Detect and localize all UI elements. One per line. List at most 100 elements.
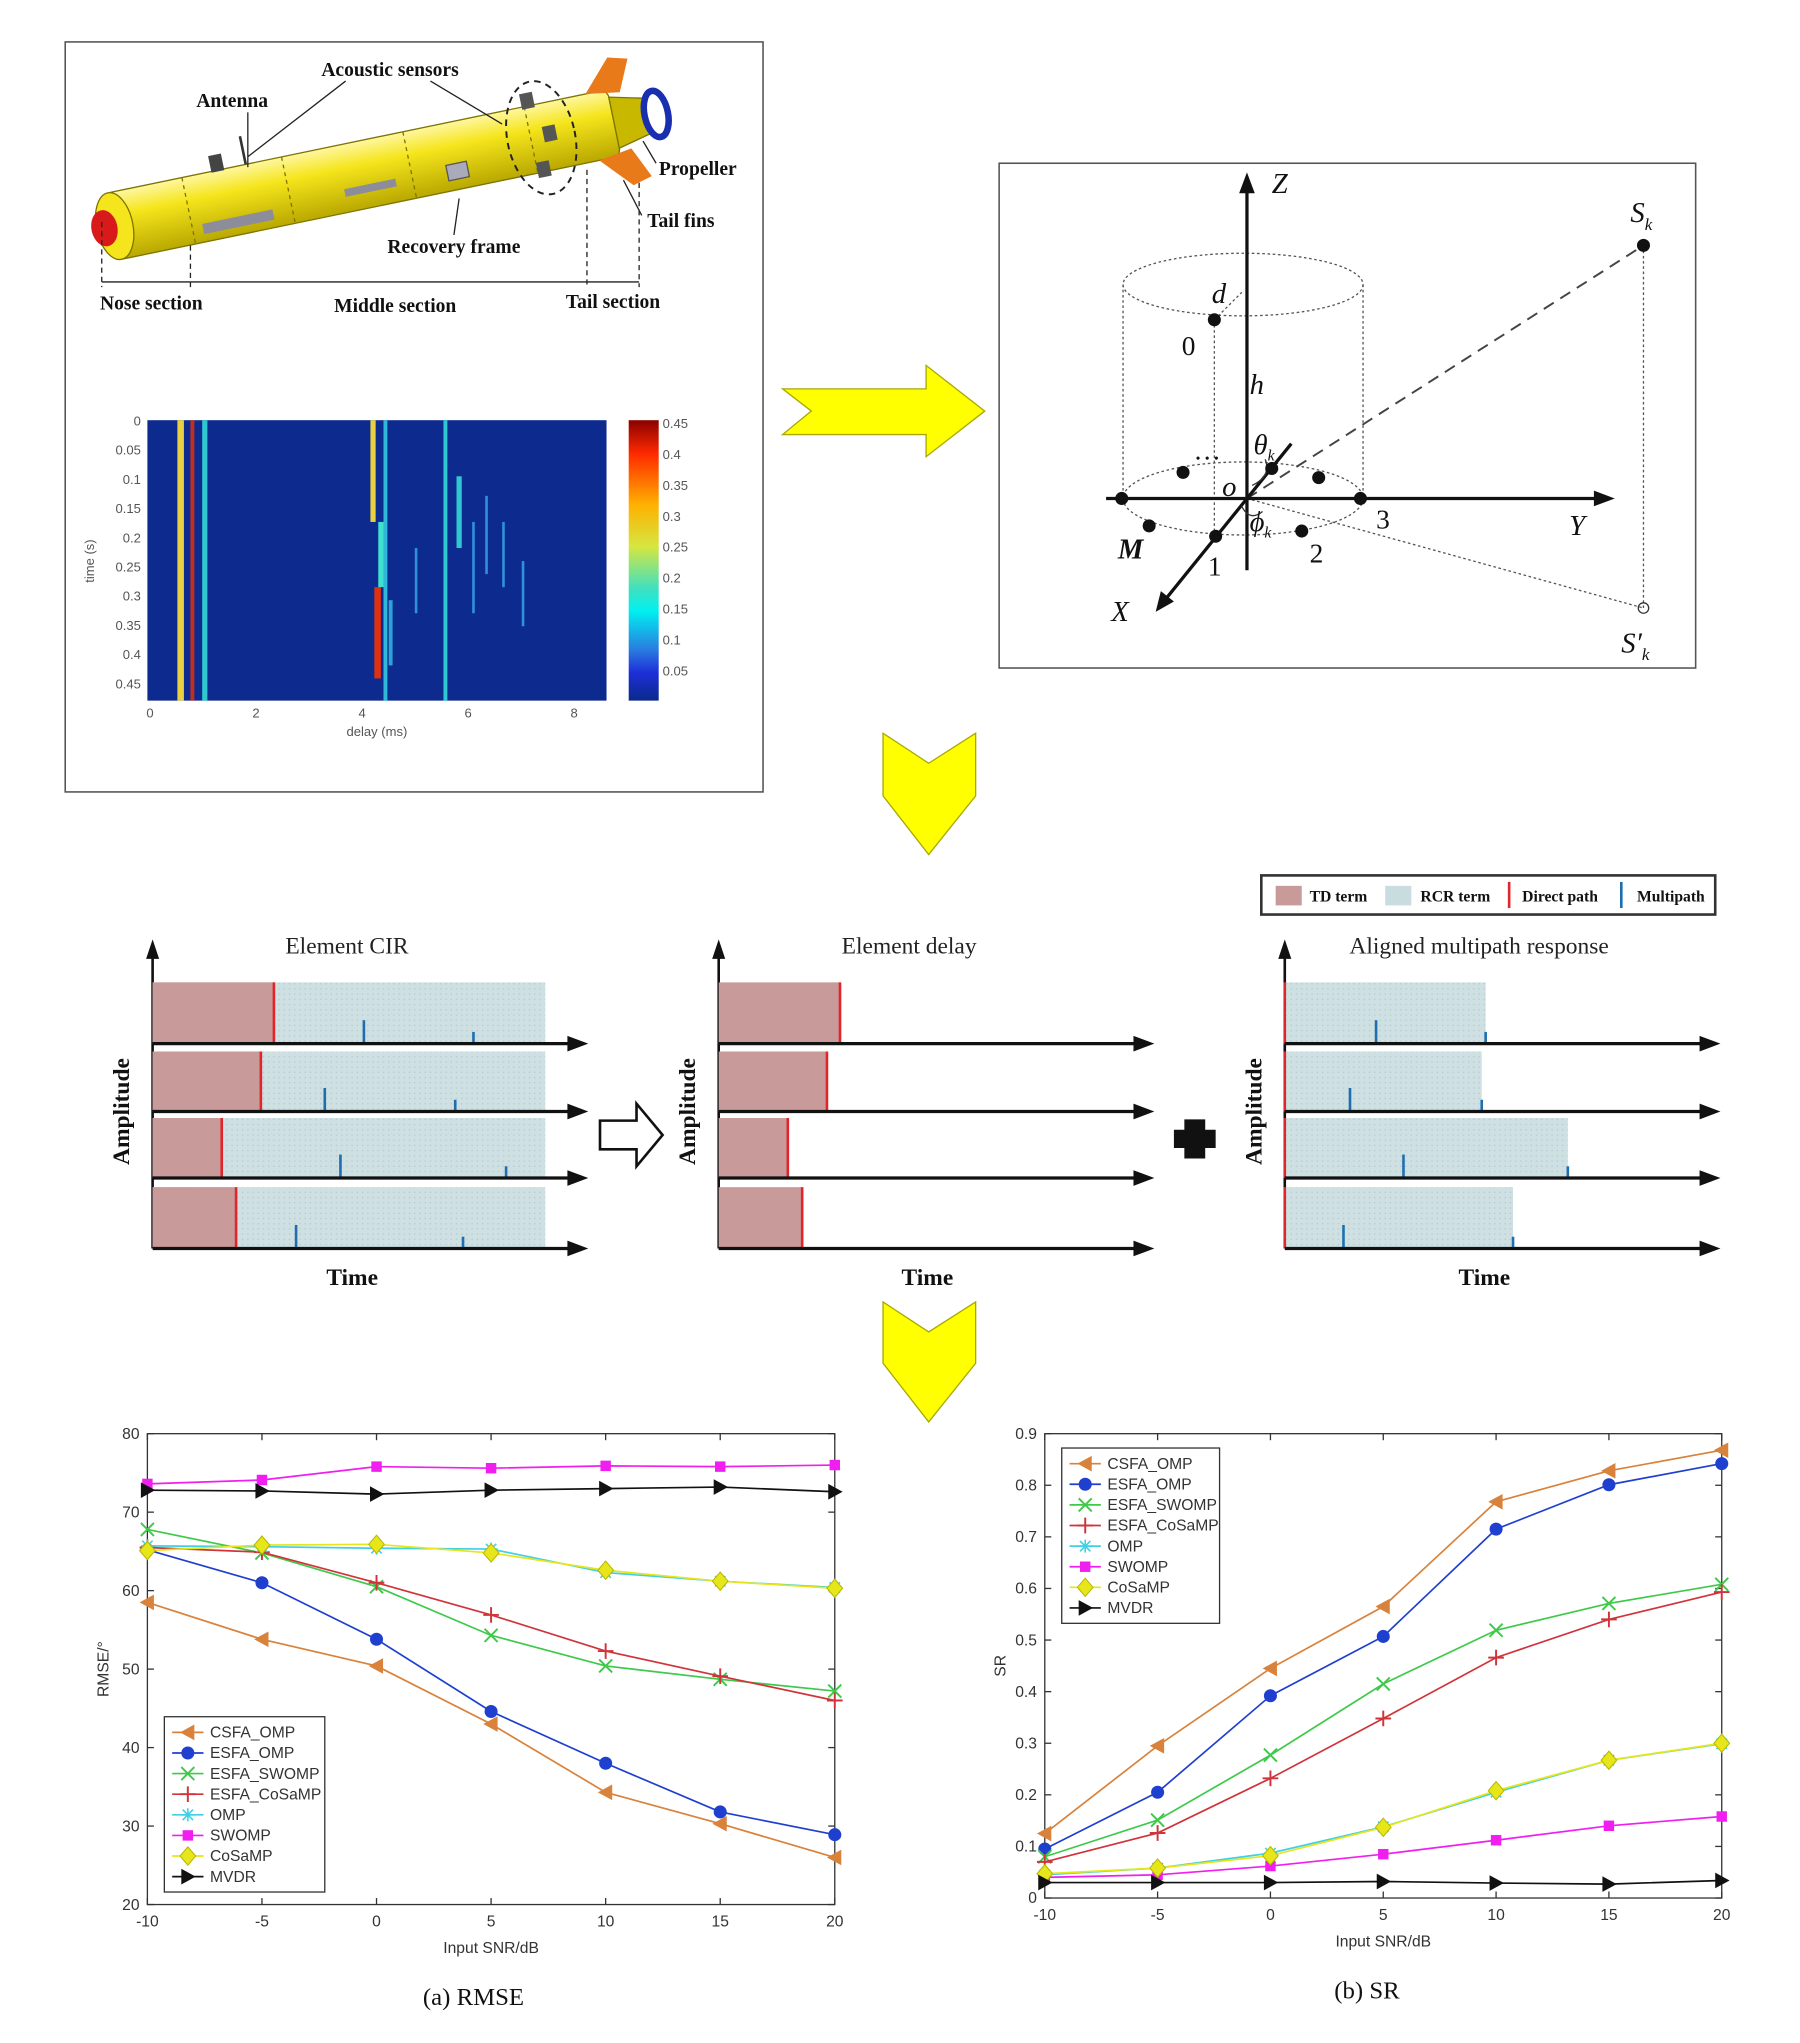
cir-panels: Element CIR Element delay Aligned multip… bbox=[109, 934, 1721, 1291]
heatmap-ytick: 0.4 bbox=[123, 647, 141, 662]
marker-x bbox=[1376, 1676, 1391, 1692]
y-axis-label: SR bbox=[993, 1655, 1010, 1677]
x-tick-label: 15 bbox=[1600, 1907, 1618, 1924]
marker-plus bbox=[712, 1668, 729, 1685]
axis-arrow-icon bbox=[1699, 1103, 1721, 1120]
propeller-icon bbox=[640, 87, 672, 141]
panel2-amplitude-label: Amplitude bbox=[675, 1058, 701, 1165]
td-term-block bbox=[152, 1051, 261, 1112]
y-tick-label: 30 bbox=[122, 1818, 140, 1835]
y-tick-label: 70 bbox=[122, 1504, 140, 1521]
marker-circle bbox=[1602, 1478, 1616, 1492]
colorbar-tick: 0.25 bbox=[663, 540, 688, 555]
colorbar-tick: 0.2 bbox=[663, 571, 681, 586]
heatmap-streak bbox=[443, 420, 448, 701]
rcr-term-block bbox=[1284, 1051, 1482, 1112]
marker-x bbox=[1078, 1497, 1093, 1513]
heatmap-streak bbox=[456, 476, 462, 549]
axis-arrow-icon bbox=[712, 939, 726, 959]
axis-arrow-icon bbox=[1278, 939, 1292, 959]
marker-tri-left bbox=[139, 1594, 154, 1611]
heatmap-xlabel: delay (ms) bbox=[347, 724, 408, 739]
source-direction-line bbox=[1246, 244, 1645, 500]
marker-circle bbox=[255, 1576, 269, 1590]
legend-direct-label: Direct path bbox=[1522, 889, 1598, 906]
heatmap-streak bbox=[472, 521, 475, 614]
auv-illustration: Acoustic sensors Antenna Propeller Tail … bbox=[91, 57, 737, 317]
heatmap-xtick: 8 bbox=[571, 706, 578, 721]
colorbar-tick: 0.05 bbox=[663, 663, 688, 678]
marker-square bbox=[485, 1462, 497, 1474]
marker-diamond bbox=[1374, 1817, 1392, 1838]
heatmap-xtick: 4 bbox=[358, 706, 365, 721]
z-axis-label: Z bbox=[1272, 168, 1289, 200]
marker-tri-left bbox=[180, 1724, 195, 1741]
rmse-caption: (a) RMSE bbox=[423, 1984, 524, 2011]
heatmap-streak bbox=[374, 587, 381, 679]
y-tick-label: 20 bbox=[122, 1897, 140, 1914]
axis-arrow-icon bbox=[1133, 1103, 1155, 1120]
plus-icon bbox=[1173, 1119, 1216, 1159]
legend-entry: ESFA_CoSaMP bbox=[210, 1786, 321, 1803]
marker-plus bbox=[483, 1607, 499, 1623]
marker-tri-left bbox=[483, 1716, 498, 1732]
sensor-1-label: 1 bbox=[1208, 551, 1222, 581]
legend-box bbox=[1061, 1447, 1221, 1624]
marker-tri-right bbox=[713, 1479, 729, 1495]
series-swomp bbox=[142, 1459, 840, 1490]
axis-arrow-icon bbox=[567, 1103, 589, 1120]
marker-tri-left bbox=[712, 1815, 727, 1832]
axis-arrow-icon bbox=[1699, 1170, 1721, 1186]
marker-plus bbox=[1488, 1649, 1504, 1666]
marker-tri-right bbox=[599, 1480, 614, 1497]
marker-tri-right bbox=[1602, 1876, 1617, 1892]
marker-circle bbox=[713, 1805, 727, 1819]
marker-diamond bbox=[1149, 1858, 1167, 1879]
y-tick-label: 0.3 bbox=[1015, 1735, 1037, 1752]
marker-tri-left bbox=[597, 1784, 613, 1801]
legend-entry: MVDR bbox=[210, 1869, 256, 1886]
heatmap-streak bbox=[177, 420, 184, 701]
marker-x bbox=[1601, 1596, 1617, 1611]
height-label: h bbox=[1250, 369, 1264, 401]
source-point bbox=[1636, 238, 1650, 252]
y-tick-label: 0.5 bbox=[1015, 1632, 1037, 1649]
td-term-block bbox=[152, 1187, 237, 1249]
legend-entry: ESFA_OMP bbox=[210, 1745, 294, 1762]
colorbar-tick: 0.3 bbox=[663, 509, 681, 524]
y-tick-label: 0.4 bbox=[1015, 1684, 1037, 1701]
legend-multipath-label: Multipath bbox=[1637, 889, 1705, 906]
marker-circle bbox=[1038, 1842, 1052, 1856]
marker-diamond bbox=[179, 1846, 197, 1866]
marker-diamond bbox=[1487, 1780, 1505, 1801]
sensor-3-label: 3 bbox=[1376, 504, 1390, 534]
marker-plus bbox=[1601, 1611, 1617, 1628]
axis-arrow-icon bbox=[146, 939, 160, 959]
y-tick-label: 50 bbox=[122, 1661, 140, 1678]
marker-x bbox=[1150, 1812, 1165, 1828]
x-tick-label: -10 bbox=[1033, 1907, 1056, 1924]
marker-diamond bbox=[1261, 1845, 1279, 1866]
heatmap-ytick: 0 bbox=[134, 413, 141, 428]
marker-circle bbox=[484, 1704, 498, 1719]
panel-title-element-cir: Element CIR bbox=[285, 934, 409, 960]
x-tick-label: 0 bbox=[1266, 1907, 1275, 1924]
label-recovery-frame: Recovery frame bbox=[387, 237, 520, 258]
sk-label: Sk bbox=[1630, 197, 1652, 234]
marker-plus bbox=[1262, 1770, 1279, 1787]
legend-td-label: TD term bbox=[1310, 889, 1368, 906]
heatmap-streak bbox=[502, 521, 505, 588]
colorbar-tick: 0.15 bbox=[663, 602, 688, 617]
heatmap-streak bbox=[388, 600, 393, 666]
y-tick-label: 0.1 bbox=[1015, 1839, 1037, 1856]
x-axis-label: X bbox=[1110, 596, 1130, 628]
marker-tri-right bbox=[1376, 1873, 1392, 1890]
sensor-points bbox=[1115, 238, 1650, 543]
geometry-border bbox=[998, 162, 1697, 669]
chart-legend: CSFA_OMPESFA_OMPESFA_SWOMPESFA_CoSaMPOMP… bbox=[1061, 1447, 1221, 1624]
marker-tri-right bbox=[1489, 1875, 1504, 1891]
marker-tri-left bbox=[1149, 1737, 1165, 1754]
marker-plus bbox=[826, 1692, 843, 1709]
series-esfa-cosamp bbox=[1036, 1584, 1730, 1870]
